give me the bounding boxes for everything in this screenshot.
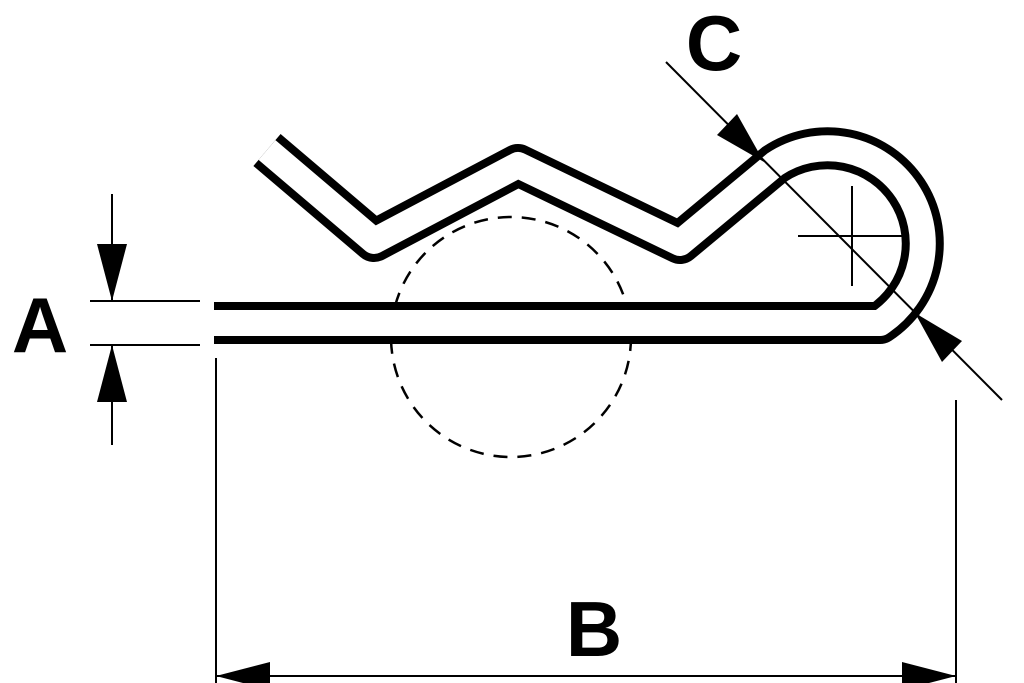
- dimension-b: B: [215, 358, 957, 683]
- clip-fill: [214, 135, 936, 336]
- hair-pin-clip: [214, 127, 944, 344]
- dimension-a-arrow-top: [97, 244, 127, 301]
- loop-center-crosshair: [798, 186, 906, 286]
- dimension-b-label: B: [566, 585, 622, 673]
- dimension-c-arrow-upper: [717, 114, 764, 162]
- dimension-c-arrow-lower: [915, 313, 962, 362]
- dimension-c-label: C: [686, 0, 742, 87]
- dimension-a-arrow-bottom: [97, 345, 127, 402]
- dimension-b-arrow-right: [902, 662, 956, 683]
- dimension-b-arrow-left: [216, 662, 270, 683]
- dimension-a-label: A: [12, 281, 68, 369]
- dimension-a: A: [12, 194, 200, 445]
- dimension-c: C: [665, 0, 1003, 401]
